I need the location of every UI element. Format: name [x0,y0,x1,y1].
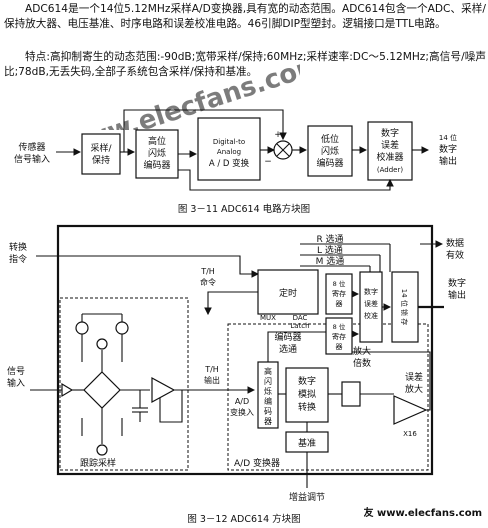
f1-input-label-2: 信号输入 [14,153,50,165]
figure-3-11-diagram: 传感器 信号输入 采样/ 保持 高位 闪烁 编码器 Digital-to Ana… [14,109,457,215]
f1-err-2: 误差 [381,139,399,151]
f2-ref-label: 基准 [298,437,316,449]
f2-convert-cmd-2: 指令 [9,253,27,265]
f2-digital-out-1: 数字 [448,277,466,289]
f2-mux: MUX [260,314,276,322]
f1-dac-1: Digital-to [213,138,245,146]
figure-3-12-diagram: 转换 指令 R 选通 L 选通 M 选通 数据 有效 T/H 命令 定时 8 位… [7,224,466,525]
f2-dig-err-2: 误差 [364,299,378,308]
f2-sig-in-1: 信号 [7,365,25,377]
f1-flash-3: 编码器 [143,159,170,171]
f2-enc1-2: 寄存 [332,289,346,298]
f1-err-1: 数字 [381,127,399,139]
f1-error-correct-block [367,121,413,181]
f2-register-2 [325,317,353,355]
f2-err-amp-2: 放大 [405,383,423,395]
f2-enc-sel-1: 编码器 [274,331,301,343]
f1-sh-text-1: 采样/ [90,142,112,154]
f2-enc2-2: 寄存 [332,332,346,341]
f2-dac-latch-2: Latch [290,322,309,330]
f2-dig-err-1: 数字 [364,287,378,296]
f2-latch-label: 14 位 锁 存 [400,289,409,326]
figure-3-12-caption: 图 3－12 ADC614 方块图 [187,513,300,525]
f1-sh-block [81,133,121,175]
f1-low-flash-block [307,125,353,177]
f2-amp-gain-1: 放大 [353,345,371,357]
f2-enc2-1: 8 位 [333,322,346,331]
f2-enc2-3: 器 [336,343,343,351]
f2-dac-block [285,367,329,423]
f1-flash2-1: 低位 [321,133,339,145]
features-paragraph: 特点:高抑制寄生的动态范围:-90dB;宽带采样/保持;60MHz;采样速率:D… [4,51,486,78]
f2-enc-sel-2: 选通 [279,343,297,355]
f2-data-valid-2: 有效 [446,249,464,261]
f2-m-select: M 选通 [316,255,345,267]
f2-error-amp [393,395,428,425]
figure-3-11-caption: 图 3－11 ADC614 电路方块图 [178,203,310,215]
f2-digital-out-2: 输出 [448,289,466,301]
f1-flash-2: 闪烁 [148,147,166,159]
f1-err-4: (Adder) [377,166,403,174]
f2-current-source-top [96,338,108,350]
f1-minus: − [264,157,272,167]
f2-dc-2: 模拟 [298,388,316,400]
f2-sig-in-2: 输入 [7,377,25,389]
f1-plus: + [274,130,282,140]
f1-out-1: 14 位 [439,133,457,142]
f2-fe-5: 码 [264,407,272,416]
f2-th-cmd-2: 命令 [200,277,216,287]
f2-th-out-2: 输出 [204,375,220,385]
f1-flash-1: 高位 [148,135,166,147]
f2-fe-2: 闪 [264,377,272,386]
f1-dac-block [197,117,261,181]
f2-gain-adj: 增益调节 [289,491,325,503]
f1-sh-text-2: 保持 [92,154,110,166]
f2-dc-1: 数字 [298,375,316,387]
f2-convert-cmd-1: 转换 [9,241,27,253]
f2-amp-gain-2: 倍数 [353,357,371,369]
logo-text: 电子发烧友 www.elecfans.com [364,506,482,519]
f1-dac-3: A / D 变换 [209,158,250,169]
f2-enc1-3: 器 [336,300,343,308]
f1-flash2-2: 闪烁 [321,145,339,157]
f1-input-label-1: 传感器 [18,141,45,153]
f2-input-buffer [61,382,74,398]
f2-data-valid-1: 数据 [446,237,464,249]
f2-latch-block [391,271,419,343]
f2-gain-switch [341,381,361,407]
f2-ad-label: A/D 变换器 [234,457,280,469]
f2-dac-latch-1: DAC [293,314,308,322]
f2-enc1-1: 8 位 [333,279,346,288]
f1-out-3: 输出 [439,155,457,167]
f2-dig-err-3: 校准 [364,311,378,320]
f2-timing-label: 定时 [279,287,297,299]
f2-ad-in-1: A/D [235,397,249,406]
f2-fe-3: 烁 [264,386,272,396]
f2-th-out-1: T/H [204,365,219,374]
f1-out-2: 数字 [439,143,457,155]
f2-fe-6: 器 [264,417,272,426]
f2-current-source-bottom [96,444,108,456]
site-logo: 电子发烧友 www.elecfans.com [364,506,482,519]
f2-timing-block [257,269,319,315]
f2-x16: X16 [403,430,417,438]
f2-sh-buffer [151,376,176,404]
f2-dc-3: 转换 [298,401,316,413]
f1-dac-2: Analog [217,148,241,156]
f2-diode-bridge [83,371,121,409]
f2-ad-in-2: 变换入 [230,407,254,417]
f2-fe-1: 高 [264,366,272,376]
f2-err-amp-1: 误差 [405,371,423,383]
f2-fe-4: 编 [264,396,272,406]
f1-flash2-3: 编码器 [316,157,343,169]
f2-sh-label: 跟踪采样 [80,457,116,469]
f1-err-3: 校准器 [376,151,403,163]
f2-r-select: R 选通 [316,233,343,245]
f2-th-cmd-1: T/H [200,267,215,276]
f2-l-select: L 选通 [317,244,343,256]
intro-paragraph: ADC614是一个14位5.12MHz采样A/D变换器,具有宽的动态范围。ADC… [4,3,486,30]
